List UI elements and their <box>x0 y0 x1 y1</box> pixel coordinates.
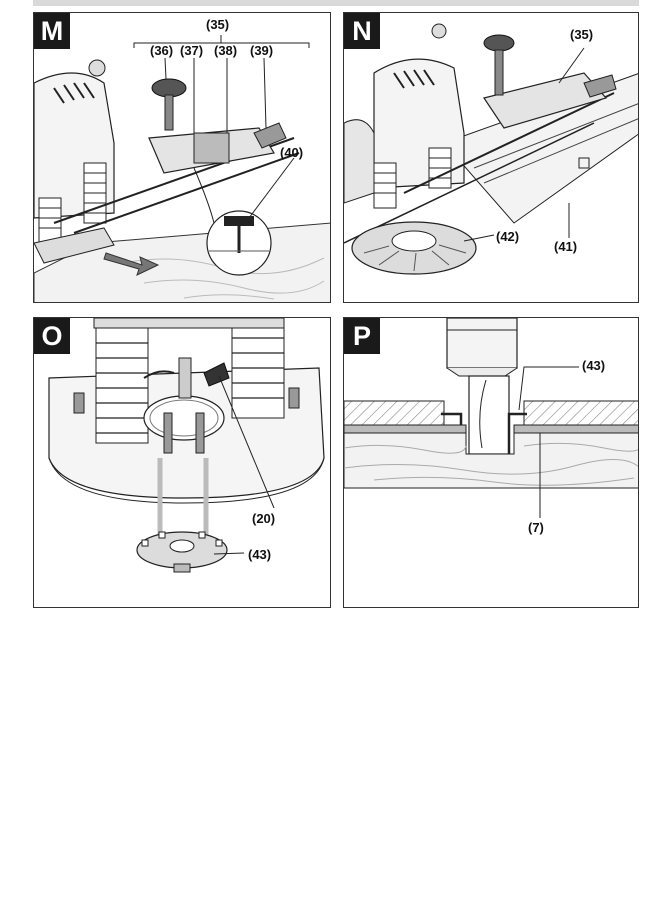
figure-panel-p: P (43) <box>343 317 639 608</box>
panel-letter-n: N <box>344 13 380 49</box>
label-43: (43) <box>582 358 606 373</box>
label-42: (42) <box>496 229 520 244</box>
template-guide-mounting-illustration <box>48 318 325 573</box>
figure-panel-n: N <box>343 12 639 303</box>
label-39: (39) <box>250 43 274 58</box>
panel-letter-m: M <box>34 13 70 49</box>
label-38: (38) <box>214 43 238 58</box>
figure-panel-m: M <box>33 12 331 303</box>
panel-letter-o: O <box>34 318 70 354</box>
label-41: (41) <box>554 239 578 254</box>
label-40: (40) <box>280 145 304 160</box>
label-35: (35) <box>570 27 594 42</box>
router-parallel-guide-illustration <box>34 35 330 302</box>
router-guide-rail-illustration <box>344 23 638 275</box>
label-37: (37) <box>180 43 204 58</box>
label-36: (36) <box>150 43 174 58</box>
label-7: (7) <box>528 520 544 535</box>
panel-letter-p: P <box>344 318 380 354</box>
label-20: (20) <box>252 511 276 526</box>
label-35: (35) <box>206 17 230 32</box>
label-43: (43) <box>248 547 272 562</box>
page-header-bar <box>33 0 639 6</box>
template-routing-section-illustration <box>344 318 638 518</box>
figure-panel-o: O <box>33 317 331 608</box>
